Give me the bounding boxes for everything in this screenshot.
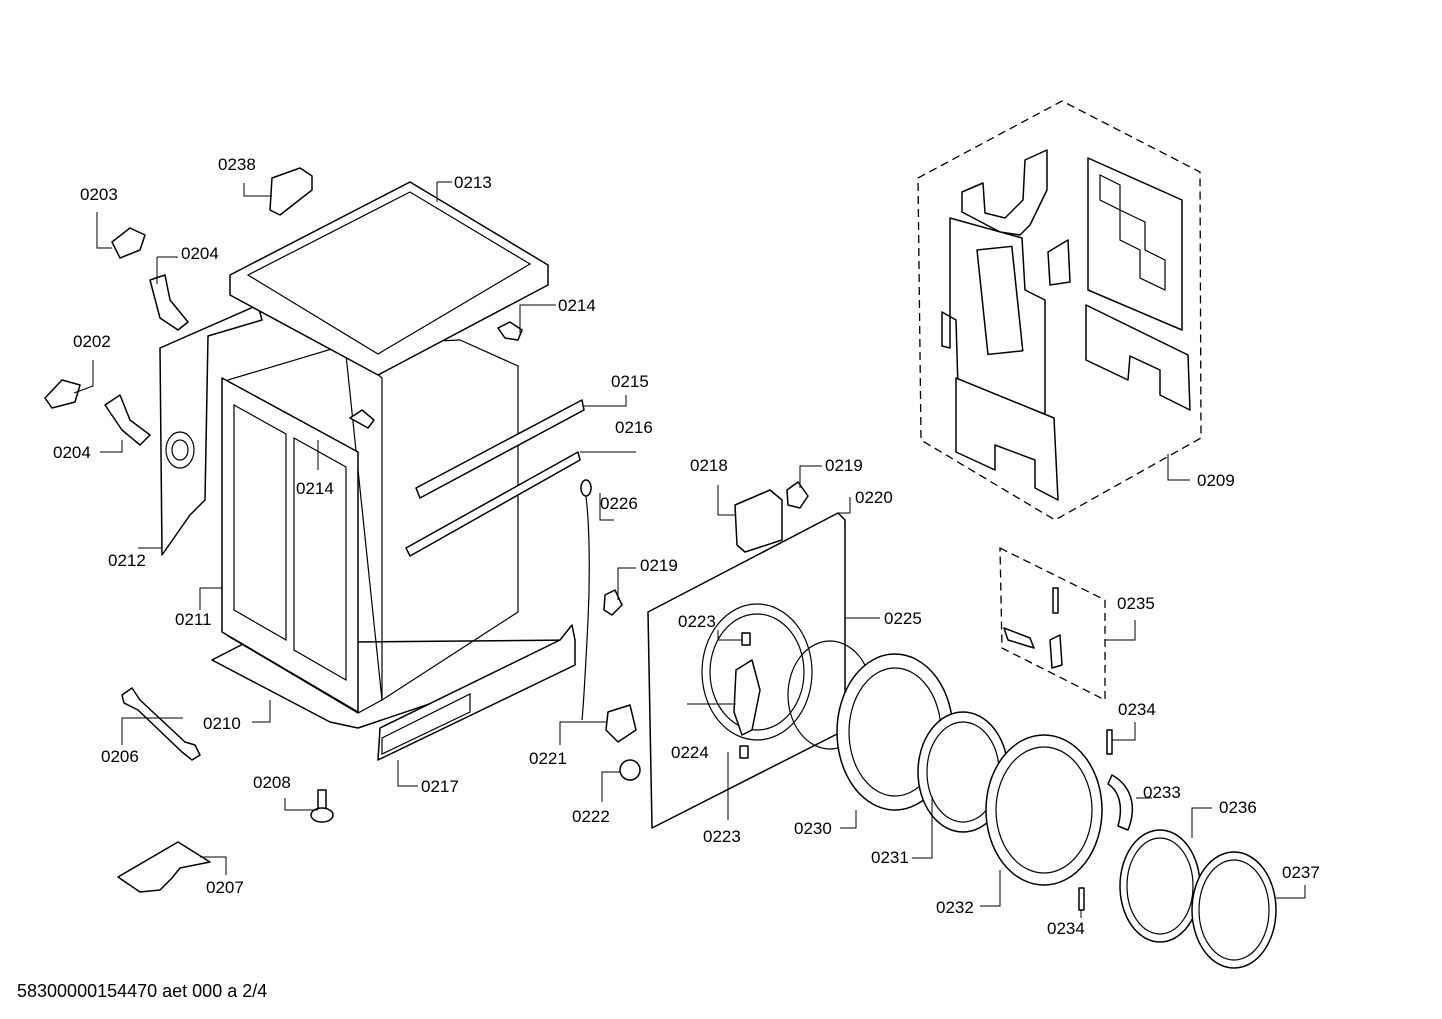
callout-0213: 0213: [454, 173, 492, 192]
callout-0237: 0237: [1282, 863, 1320, 882]
callout-0215: 0215: [611, 372, 649, 391]
callout-0217: 0217: [421, 777, 459, 796]
cabinet-assembly: [159, 181, 585, 761]
callout-0236: 0236: [1219, 798, 1257, 817]
callout-0214-lower: 0214: [296, 479, 334, 498]
callout-labels: 0203 0204 0202 0204 0212 0238 0213 0214 …: [53, 155, 1320, 938]
callout-0218: 0218: [690, 456, 728, 475]
callout-0232: 0232: [936, 898, 974, 917]
left-small-parts: [44, 167, 641, 893]
callout-0208: 0208: [253, 773, 291, 792]
callout-0233: 0233: [1143, 783, 1181, 802]
callout-0225: 0225: [884, 609, 922, 628]
callout-0204-upper: 0204: [181, 244, 219, 263]
document-code: 58300000154470 aet 000 a 2/4: [17, 981, 268, 1001]
callout-0210: 0210: [203, 714, 241, 733]
packaging-set: [917, 100, 1202, 521]
callout-0204-lower: 0204: [53, 443, 91, 462]
callout-0231: 0231: [871, 848, 909, 867]
callout-0212: 0212: [108, 551, 146, 570]
callout-0209: 0209: [1197, 471, 1235, 490]
callout-0230: 0230: [794, 819, 832, 838]
front-panel-group: [647, 481, 1277, 969]
callout-0219-upper: 0219: [825, 456, 863, 475]
callout-0220: 0220: [855, 488, 893, 507]
callout-0207: 0207: [206, 878, 244, 897]
callout-0211: 0211: [175, 610, 212, 629]
callout-0234-upper: 0234: [1118, 700, 1156, 719]
callout-0219-left: 0219: [640, 556, 678, 575]
callout-0206: 0206: [101, 747, 139, 766]
callout-0221: 0221: [529, 749, 567, 768]
callout-0214-upper: 0214: [558, 296, 596, 315]
callout-0203: 0203: [80, 185, 118, 204]
callout-0223-lower: 0223: [703, 827, 741, 846]
leader-lines: [73, 181, 1306, 918]
callout-0234-lower: 0234: [1047, 919, 1085, 938]
callout-0223-upper: 0223: [678, 612, 716, 631]
callout-0202: 0202: [73, 332, 111, 351]
callout-0222: 0222: [572, 807, 610, 826]
callout-0235: 0235: [1117, 594, 1155, 613]
callout-0226: 0226: [600, 494, 638, 513]
callout-0238: 0238: [218, 155, 256, 174]
callout-0224: 0224: [671, 743, 709, 762]
callout-0216: 0216: [615, 418, 653, 437]
